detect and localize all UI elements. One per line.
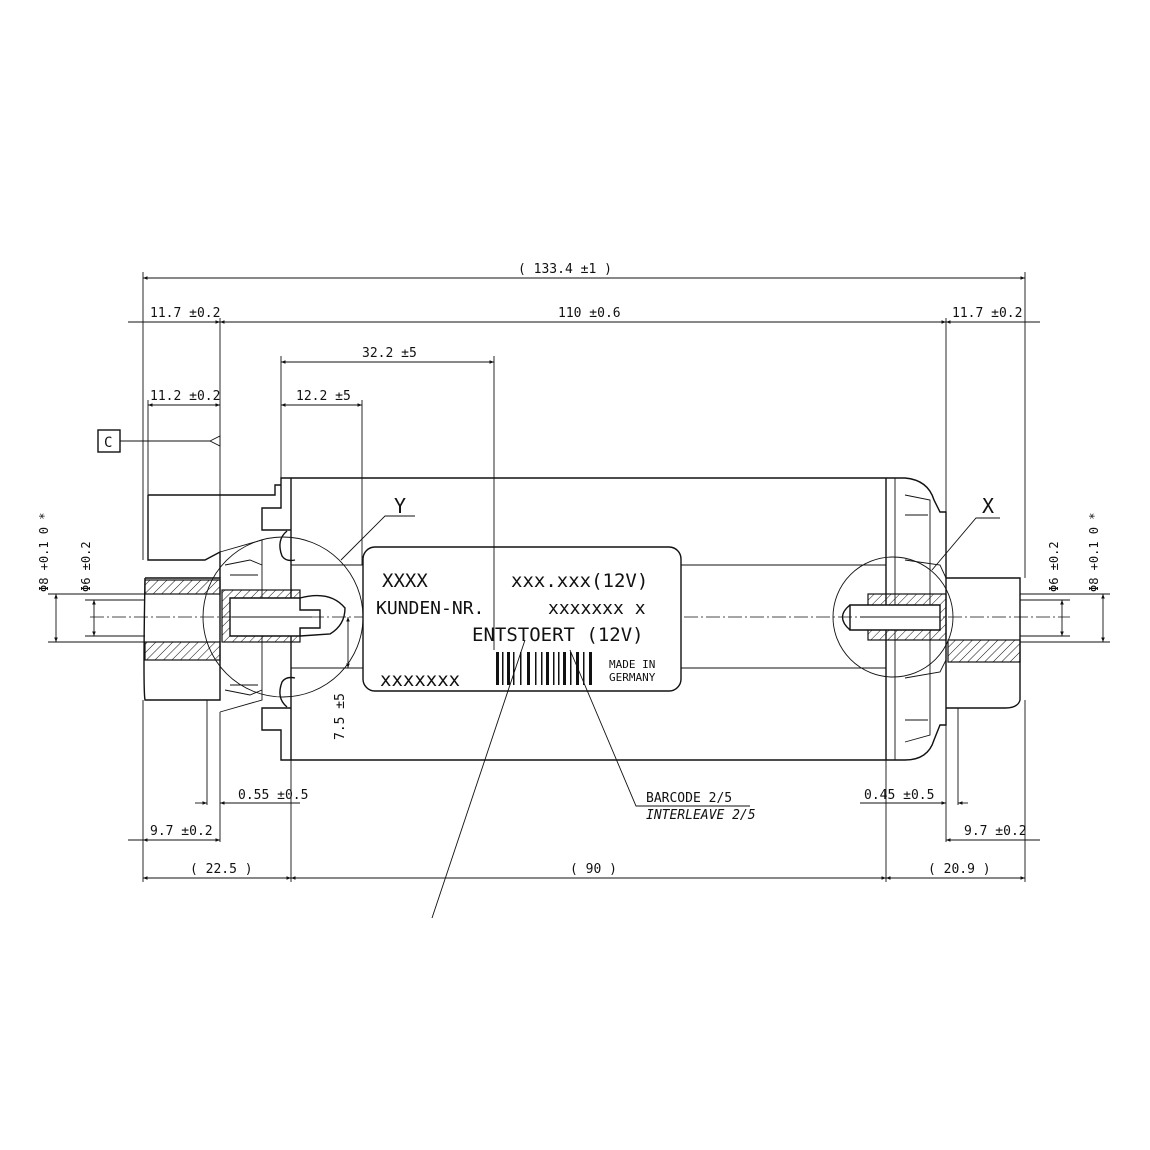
callout-barcode: BARCODE 2/5 [646, 791, 732, 806]
nameplate-line1-right: xxx.xxx(12V) [511, 570, 648, 592]
dim-right-dia-inner: Φ6 ±0.2 [1047, 541, 1061, 592]
left-inlet-section [144, 579, 346, 661]
nameplate-line1-left: XXXX [382, 570, 428, 592]
dim-left-gap: 0.55 ±0.5 [238, 788, 308, 803]
datum-c: C [97, 429, 221, 453]
dim-right-dia-outer: Φ8 +0.1 0 * [1087, 513, 1101, 592]
dimension-lines [48, 272, 1110, 882]
nameplate-line3: ENTSTOERT (12V) [472, 624, 644, 646]
nameplate-line2-right: xxxxxxx x [548, 598, 646, 619]
dim-label-offset: 32.2 ±5 [362, 346, 417, 361]
nameplate: XXXX xxx.xxx(12V) KUNDEN-NR. xxxxxxx x E… [362, 546, 682, 692]
nameplate-line2-left: KUNDEN-NR. [376, 598, 484, 619]
nameplate-made-in: MADE IN [609, 658, 655, 671]
dim-vertical-offset: 7.5 ±5 [333, 693, 348, 740]
dim-left-dia-inner: Φ6 ±0.2 [79, 541, 93, 592]
detail-label-x: X [982, 494, 994, 518]
dim-right-inlet: 9.7 ±0.2 [964, 824, 1027, 839]
dim-right-section: ( 20.9 ) [928, 862, 991, 877]
nameplate-serial: xxxxxxx [380, 669, 460, 691]
dim-right-end: 11.7 ±0.2 [952, 306, 1022, 321]
dim-left-inlet: 9.7 ±0.2 [150, 824, 213, 839]
dim-overall-length: ( 133.4 ±1 ) [518, 262, 612, 277]
dim-left-section: ( 22.5 ) [190, 862, 253, 877]
dim-left-end: 11.7 ±0.2 [150, 306, 220, 321]
dim-mid-section: ( 90 ) [570, 862, 617, 877]
dim-right-gap: 0.45 ±0.5 [864, 788, 934, 803]
callout-interleave: INTERLEAVE 2/5 [646, 808, 756, 823]
datum-c-label: C [104, 435, 112, 451]
dimension-texts: ( 133.4 ±1 ) 11.7 ±0.2 110 ±0.6 11.7 ±0.… [37, 262, 1101, 877]
leader-lines [340, 515, 1000, 919]
right-outlet-section [841, 593, 1021, 663]
detail-label-y: Y [394, 494, 406, 518]
dim-left-port: 11.2 ±0.2 [150, 389, 220, 404]
nameplate-germany: GERMANY [609, 671, 656, 684]
dim-inner-offset: 12.2 ±5 [296, 389, 351, 404]
dim-left-dia-outer: Φ8 +0.1 0 * [37, 513, 51, 592]
dim-body-length: 110 ±0.6 [558, 306, 621, 321]
